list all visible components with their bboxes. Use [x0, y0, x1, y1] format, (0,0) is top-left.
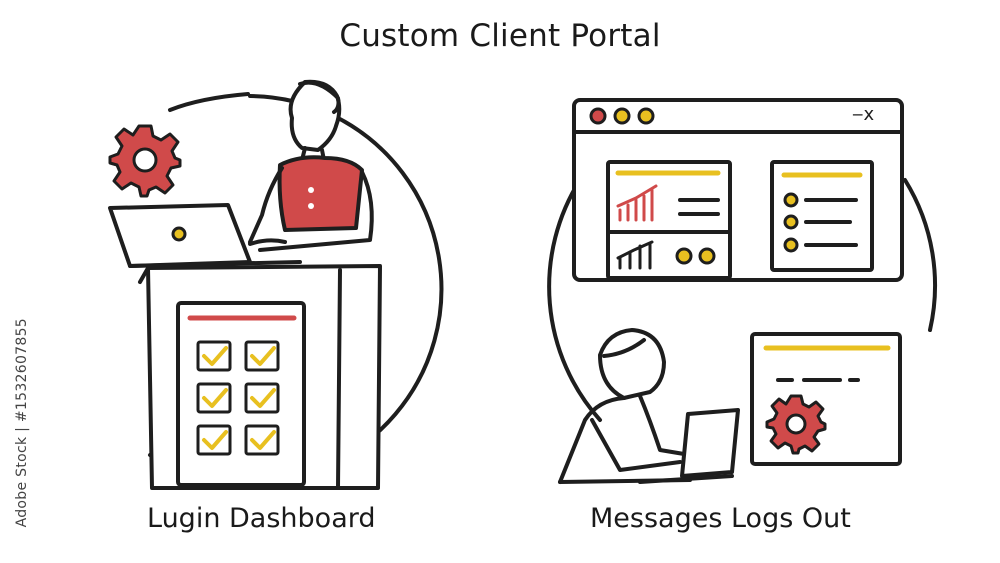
window-controls: ‒x — [852, 104, 875, 125]
caption-messages-logs-out: Messages Logs Out — [590, 503, 851, 534]
left-scene — [108, 79, 444, 490]
checklist-board — [176, 301, 306, 487]
caption-login-dashboard: Lugin Dashboard — [147, 503, 376, 534]
gear-icon — [765, 394, 827, 455]
browser-window-icon — [572, 98, 904, 282]
right-circle — [547, 178, 602, 422]
laptop-icon — [108, 203, 302, 268]
seated-person — [558, 328, 692, 484]
watermark: Adobe Stock | #1532607855 — [14, 318, 30, 528]
laptop-icon — [638, 408, 740, 484]
gear-icon — [108, 124, 182, 198]
bar-chart-icon — [616, 184, 658, 222]
checkbox-icon — [196, 340, 280, 456]
right-scene — [547, 98, 938, 484]
person-shirt — [277, 155, 364, 232]
settings-window — [750, 332, 902, 466]
diagram-title: Custom Client Portal — [339, 18, 661, 54]
